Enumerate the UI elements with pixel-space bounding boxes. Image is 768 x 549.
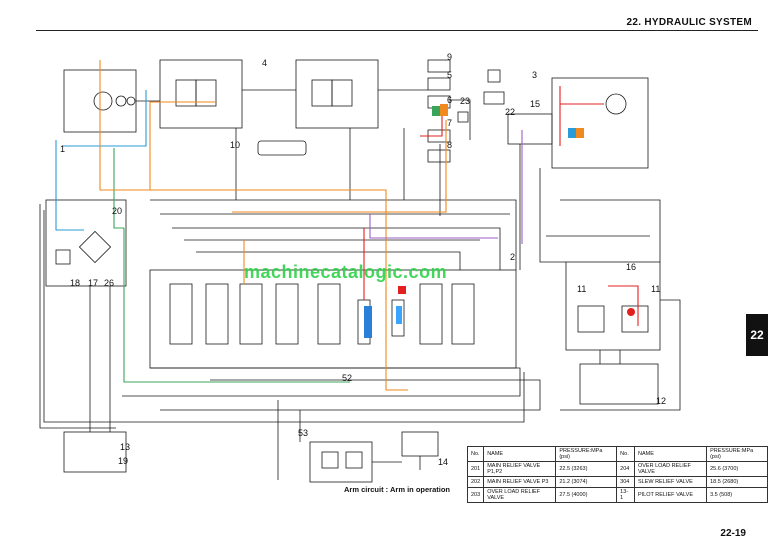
header-cell: PRESSURE:MPa (psi) [555, 446, 618, 462]
callout-22: 22 [505, 107, 515, 117]
callout-13: 13 [120, 442, 130, 452]
table-cell: 25.6 (3700) [706, 461, 768, 477]
travel-valve-left [295, 59, 379, 129]
callout-15: 15 [530, 99, 540, 109]
callout-18: 18 [70, 278, 80, 288]
watermark-text: machinecatalogic.com [244, 262, 448, 282]
hydraulic-tank-group [45, 199, 127, 287]
table-row: 202 MAIN RELIEF VALVE P3 21.2 (3074) 304… [466, 476, 768, 488]
section-title: 22. HYDRAULIC SYSTEM [626, 17, 752, 28]
callout-9: 9 [447, 52, 452, 62]
table-cell: OVER LOAD RELIEF VALVE [633, 461, 708, 477]
callout-4: 4 [262, 58, 267, 68]
callout-20: 20 [112, 206, 122, 216]
table-cell: 18.5 (2680) [706, 476, 768, 488]
page-number: 22-19 [720, 528, 746, 539]
table-cell: 304 [616, 476, 635, 488]
header-rule [36, 30, 758, 31]
callout-52: 52 [342, 373, 352, 383]
table-cell: 13-1 [616, 487, 635, 503]
table-cell: PILOT RELIEF VALVE [633, 487, 708, 503]
table-cell: 27.5 (4000) [555, 487, 618, 503]
lever-unit [63, 431, 127, 473]
table-cell: 204 [616, 461, 635, 477]
relief-pressure-table: No. NAME PRESSURE:MPa (psi) No. NAME PRE… [466, 446, 768, 503]
header-cell: No. [466, 446, 485, 462]
callout-1: 1 [60, 144, 65, 154]
callout-23: 23 [460, 96, 470, 106]
callout-19: 19 [118, 456, 128, 466]
table-cell: 21.2 (3074) [555, 476, 618, 488]
table-cell: 203 [466, 487, 485, 503]
header-cell: PRESSURE:MPa (psi) [706, 446, 768, 462]
arm-pilot-block [309, 441, 373, 483]
table-cell: 3.5 (508) [706, 487, 768, 503]
callout-2: 2 [510, 252, 515, 262]
swivel-joint [257, 140, 307, 156]
callout-11-a: 11 [577, 284, 586, 294]
callout-8: 8 [447, 140, 452, 150]
callout-5: 5 [447, 70, 452, 80]
travel-valve-right [159, 59, 243, 129]
header-cell: NAME [633, 446, 708, 462]
callout-14: 14 [438, 457, 448, 467]
table-cell: 202 [466, 476, 485, 488]
table-header-row: No. NAME PRESSURE:MPa (psi) No. NAME PRE… [466, 446, 768, 462]
callout-10: 10 [230, 140, 240, 150]
table-row: 201 MAIN RELIEF VALVE P1,P2 22.5 (3263) … [466, 461, 768, 477]
table-cell: MAIN RELIEF VALVE P3 [483, 476, 557, 488]
table-cell: 22.5 (3263) [555, 461, 618, 477]
table-cell: MAIN RELIEF VALVE P1,P2 [483, 461, 557, 477]
pump-symbol [93, 91, 113, 111]
control-valve-block [149, 269, 517, 369]
item-12-block [579, 363, 659, 405]
slew-motor-box [551, 77, 649, 169]
travel-motor-group [565, 261, 661, 351]
callout-12: 12 [656, 396, 666, 406]
table-cell: SLEW RELIEF VALVE [633, 476, 708, 488]
header-cell: NAME [483, 446, 557, 462]
callout-26: 26 [104, 278, 114, 288]
callout-16: 16 [626, 262, 636, 272]
callout-17: 17 [88, 278, 98, 288]
callout-6: 6 [447, 95, 452, 105]
diagram-caption: Arm circuit : Arm in operation [344, 485, 450, 494]
active-spool-blue [364, 306, 372, 338]
pilot-block [507, 113, 553, 145]
callout-3: 3 [532, 70, 537, 80]
header-cell: No. [616, 446, 635, 462]
table-row: 203 OVER LOAD RELIEF VALVE 27.5 (4000) 1… [466, 487, 768, 503]
table-cell: 201 [466, 461, 485, 477]
table-cell: OVER LOAD RELIEF VALVE [483, 487, 557, 503]
callout-7: 7 [447, 118, 452, 128]
callout-11-b: 11 [651, 284, 660, 294]
chapter-tab: 22 [746, 314, 768, 356]
callout-53: 53 [298, 428, 308, 438]
